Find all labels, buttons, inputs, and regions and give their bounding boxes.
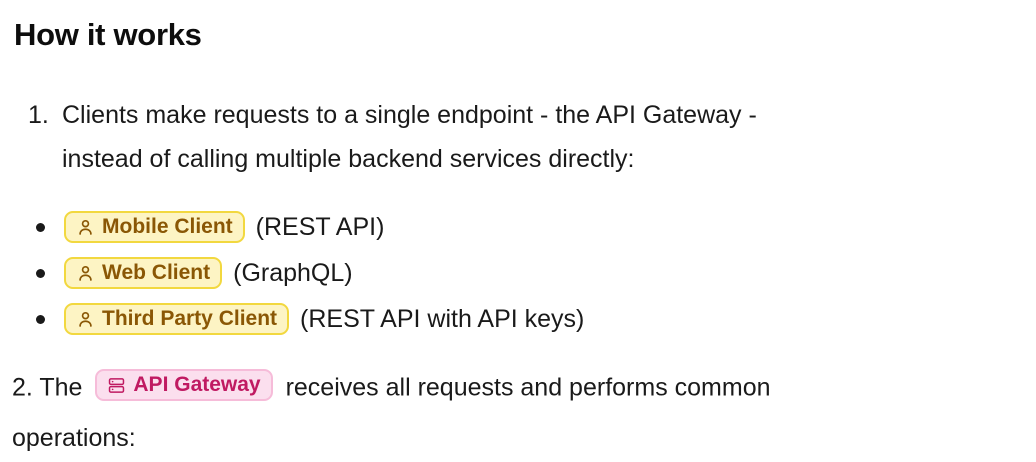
list-item-2-text-after: receives all requests and performs commo… — [285, 373, 771, 402]
chip-web-client[interactable]: Web Client — [64, 257, 223, 289]
client-protocol-label-mobile: (REST API) — [255, 213, 385, 241]
chip-label: Web Client — [102, 261, 211, 284]
list-marker-1: 1. — [28, 101, 49, 129]
chip-label: Third Party Client — [102, 307, 278, 330]
user-icon — [76, 264, 95, 283]
chip-mobile-client[interactable]: Mobile Client — [64, 211, 245, 243]
list-item-1-line-1: Clients make requests to a single endpoi… — [62, 101, 757, 129]
bullet-point-icon — [30, 268, 64, 278]
list-item-1-text: Clients make requests to a single endpoi… — [62, 93, 1008, 181]
server-stack-icon — [107, 376, 126, 395]
chip-third-party-client[interactable]: Third Party Client — [64, 303, 290, 335]
list-item-1-line-2: instead of calling multiple backend serv… — [62, 145, 635, 173]
list-item: Third Party Client (REST API with API ke… — [30, 296, 1020, 342]
user-icon — [76, 310, 95, 329]
list-item-2-line-2: operations: — [12, 424, 136, 453]
chip-label: Mobile Client — [102, 215, 233, 238]
list-item: Mobile Client (REST API) — [30, 204, 1020, 250]
bullet-point-icon — [30, 314, 64, 324]
ordered-list-item-2: 2. The API Gateway receives all requests… — [12, 364, 1032, 460]
client-protocol-label-third-party: (REST API with API keys) — [300, 305, 585, 333]
list-item-2-prefix: 2. The — [12, 373, 83, 402]
page-title: How it works — [14, 17, 202, 52]
user-icon — [76, 218, 95, 237]
list-item: Web Client (GraphQL) — [30, 250, 1020, 296]
ordered-list-item-1: 1. Clients make requests to a single end… — [28, 93, 1008, 181]
bullet-point-icon — [30, 222, 64, 232]
client-protocol-label-web: (GraphQL) — [233, 259, 353, 287]
chip-api-gateway[interactable]: API Gateway — [95, 369, 273, 402]
client-bullet-list: Mobile Client (REST API) Web Client (Gra… — [30, 204, 1020, 342]
chip-label: API Gateway — [133, 373, 261, 397]
